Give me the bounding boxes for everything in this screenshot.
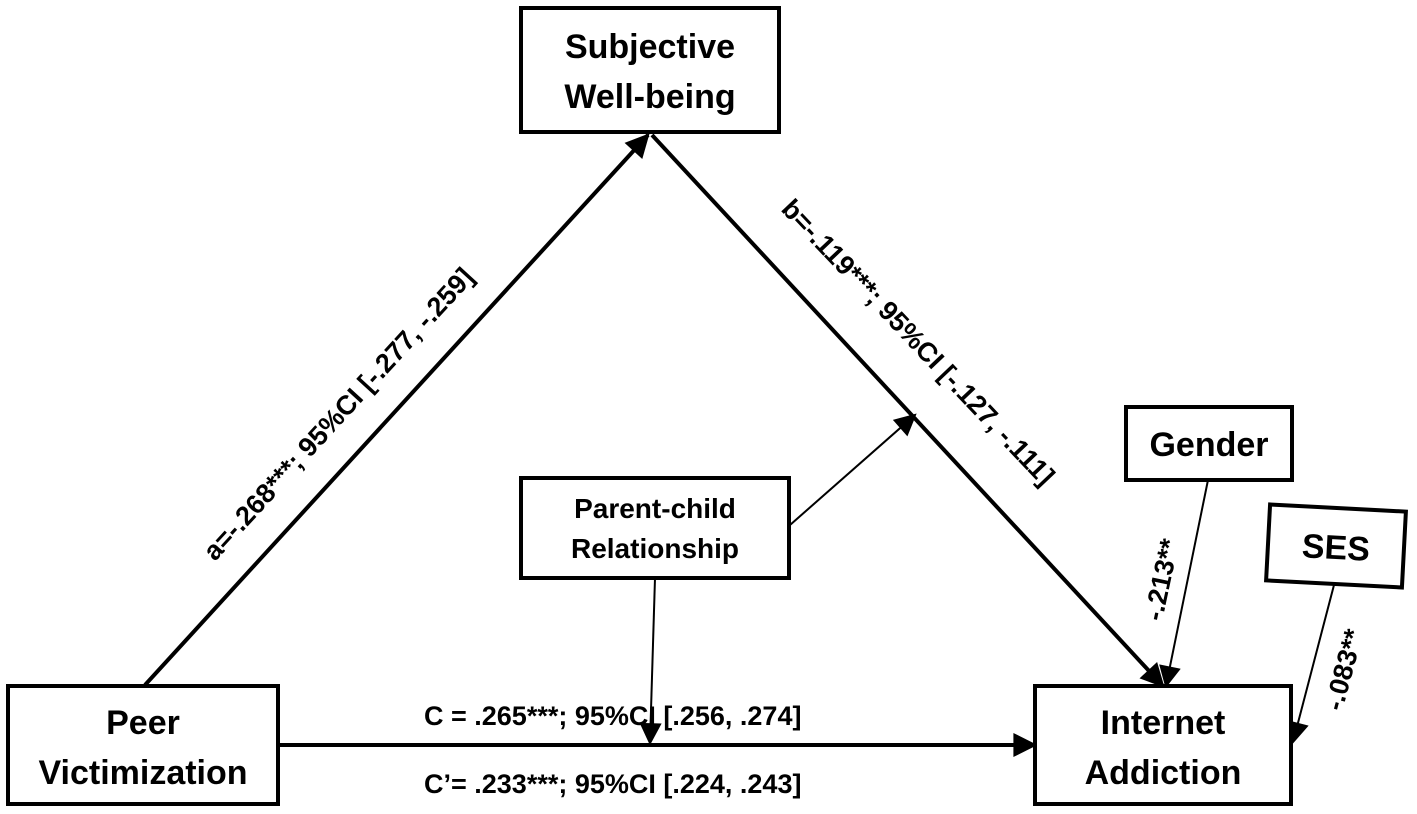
gender-effect-label: -.213** <box>1139 536 1186 623</box>
ses-node: SES <box>1264 502 1408 590</box>
path-a-arrow <box>143 133 650 687</box>
path-a-label: a=-.268***; 95%CI [-.277, -.259] <box>197 262 479 566</box>
internet-addiction-label-line1: Internet <box>1101 704 1226 742</box>
moderation-arrow-c <box>639 577 662 746</box>
ses-arrow <box>1287 584 1335 745</box>
subjective-wellbeing-node: Subjective Well-being <box>519 6 781 134</box>
parent-child-label-line1: Parent-child <box>574 493 736 524</box>
peer-victimization-label-line2: Victimization <box>38 754 247 792</box>
subjective-wellbeing-label-line1: Subjective <box>565 28 735 66</box>
path-c-prime-label: C’= .233***; 95%CI [.224, .243] <box>424 769 801 799</box>
internet-addiction-node: Internet Addiction <box>1033 684 1293 806</box>
internet-addiction-label-line2: Addiction <box>1085 754 1242 792</box>
gender-label: Gender <box>1149 426 1268 464</box>
gender-node: Gender <box>1124 405 1294 482</box>
peer-victimization-label-line1: Peer <box>106 704 180 742</box>
ses-effect-label: -.083** <box>1319 626 1369 714</box>
peer-victimization-node: Peer Victimization <box>6 684 280 806</box>
ses-label: SES <box>1301 527 1371 569</box>
path-c-label: C = .265***; 95%CI [.256, .274] <box>424 701 801 731</box>
parent-child-relationship-node: Parent-child Relationship <box>519 476 791 580</box>
moderation-arrow-b <box>789 413 917 526</box>
path-b-label: b=-.119***; 95%CI [-.127, -.111] <box>776 193 1061 491</box>
subjective-wellbeing-label-line2: Well-being <box>564 78 735 116</box>
gender-arrow <box>1159 479 1209 689</box>
parent-child-label-line2: Relationship <box>571 533 739 564</box>
path-b-arrow <box>650 133 1165 688</box>
